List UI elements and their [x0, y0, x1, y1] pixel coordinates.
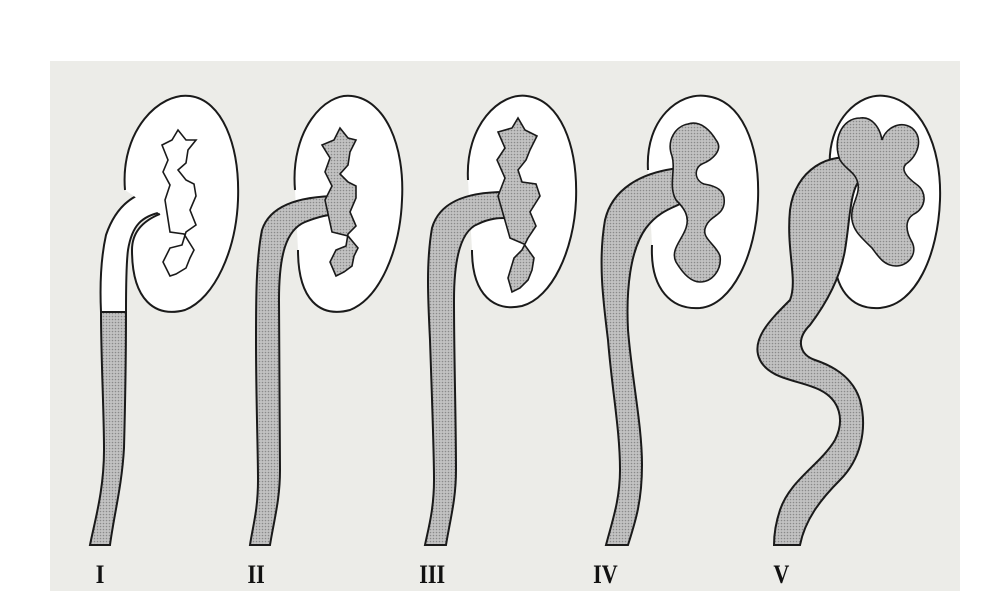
grade-1-label: I [96, 562, 105, 588]
grade-4-calyces [670, 123, 724, 282]
grade-2-label: II [248, 562, 265, 588]
grade-4-label: IV [593, 562, 618, 588]
grade-3-label: III [419, 562, 445, 588]
grade-5-label: V [773, 562, 789, 588]
